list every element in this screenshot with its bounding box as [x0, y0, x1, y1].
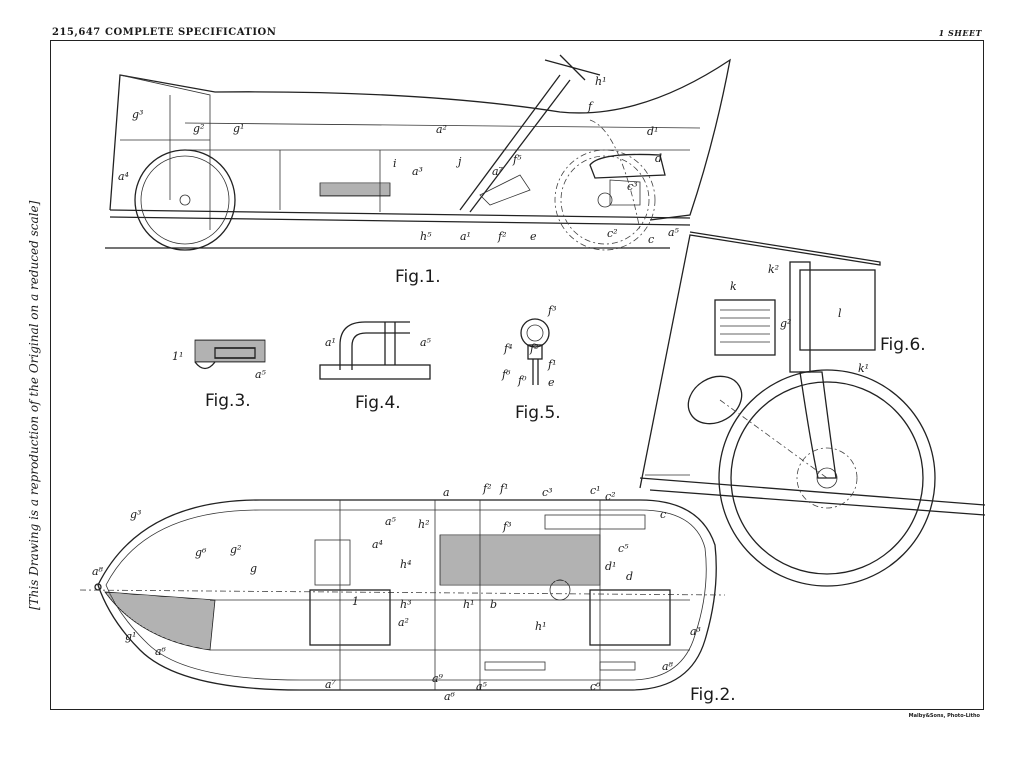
ref-label: a³: [690, 625, 701, 638]
ref-label: g: [250, 562, 257, 575]
ref-label: h¹: [535, 620, 547, 633]
ref-label: c²: [605, 490, 616, 503]
ref-label: c¹: [590, 484, 601, 497]
ref-label: j: [455, 155, 462, 168]
ref-label: c⁶: [590, 680, 601, 693]
ref-label: a⁶: [444, 690, 456, 703]
fig3-caption: Fig.3.: [205, 391, 251, 411]
ref-label: k²: [768, 263, 779, 276]
fig6-front-detail: [639, 231, 986, 587]
ref-label: h¹: [595, 75, 607, 88]
fig4-detail: [319, 321, 431, 380]
fig6-caption: Fig.6.: [880, 335, 926, 355]
ref-label: a³: [412, 165, 423, 178]
ref-label: g¹: [233, 122, 244, 135]
printer-credit: Malby&Sons, Photo-Litho: [908, 713, 980, 719]
ref-label: a⁸: [92, 565, 104, 578]
document-title: COMPLETE SPECIFICATION: [105, 27, 277, 38]
ref-label: a¹: [325, 336, 336, 349]
ref-label: d: [626, 570, 633, 583]
ref-label: f²: [529, 342, 538, 355]
ref-label: f⁰: [517, 374, 527, 387]
ref-label: g²: [193, 122, 204, 135]
ref-label: a⁵: [476, 680, 488, 693]
ref-label: f³: [502, 520, 511, 533]
fig2-plan-view: [79, 499, 726, 691]
ref-label: f³: [547, 304, 556, 317]
ref-label: g³: [132, 108, 143, 121]
ref-label: g³: [130, 508, 141, 521]
ref-label: a¹: [460, 230, 471, 243]
ref-label: d¹: [605, 560, 616, 573]
sheet-label: 1 SHEET: [938, 28, 982, 38]
ref-label: h⁴: [400, 558, 412, 571]
document-number: 215,647: [52, 27, 101, 38]
ref-label: a⁵: [255, 368, 267, 381]
ref-label: d¹: [647, 125, 658, 138]
ref-label: k¹: [858, 362, 869, 375]
ref-label: h¹: [463, 598, 475, 611]
ref-label: d: [655, 152, 662, 165]
ref-label: e: [548, 376, 555, 389]
ref-label: c²: [607, 227, 618, 240]
ref-label: f⁴: [503, 342, 512, 355]
fig3-detail: [194, 339, 266, 370]
ref-label: i: [393, 157, 397, 170]
fig5-caption: Fig.5.: [515, 403, 561, 423]
ref-label: a⁹: [432, 672, 444, 685]
ref-label: a²: [436, 123, 447, 136]
ref-label: l: [838, 307, 842, 320]
ref-label: a⁸: [662, 660, 674, 673]
ref-label: a⁵: [668, 226, 680, 239]
ref-label: a²: [398, 616, 409, 629]
fig5-detail: [520, 318, 550, 385]
ref-label: a⁴: [118, 170, 129, 183]
fig1-caption: Fig.1.: [395, 267, 441, 287]
fig2-caption: Fig.2.: [690, 685, 736, 705]
ref-label: f²: [482, 482, 491, 495]
ref-label: c³: [627, 180, 638, 193]
ref-label: a: [443, 486, 450, 499]
ref-label: c⁵: [618, 542, 629, 555]
ref-label: f⁶: [501, 368, 511, 381]
ref-label: e: [530, 230, 537, 243]
ref-label: c: [648, 233, 654, 246]
ref-label: b: [490, 598, 497, 611]
ref-label: g²: [780, 317, 791, 330]
ref-label: h²: [418, 518, 430, 531]
ref-label: h³: [400, 598, 412, 611]
ref-label: c³: [542, 486, 553, 499]
ref-label: a⁵: [385, 515, 397, 528]
ref-label: a⁵: [420, 336, 432, 349]
drawing-frame: [50, 40, 984, 710]
fig4-caption: Fig.4.: [355, 393, 401, 413]
ref-label: k: [730, 280, 737, 293]
ref-label: g²: [230, 543, 241, 556]
ref-label: a⁶: [155, 645, 167, 658]
ref-label: a⁷: [492, 165, 504, 178]
ref-label: f¹: [547, 358, 556, 371]
ref-label: f⁵: [512, 153, 522, 166]
ref-label: f: [587, 100, 594, 113]
ref-label: a⁴: [372, 538, 383, 551]
ref-label: c: [660, 508, 666, 521]
ref-label: g¹: [125, 630, 136, 643]
ref-label: a⁷: [325, 678, 337, 691]
ref-label: 1: [352, 595, 359, 608]
ref-label: h⁵: [420, 230, 432, 243]
ref-label: 1¹: [172, 350, 183, 363]
ref-label: f¹: [499, 482, 508, 495]
fig1-side-elevation: [105, 54, 731, 251]
ref-label: f²: [497, 230, 506, 243]
ref-label: g⁶: [195, 546, 207, 559]
